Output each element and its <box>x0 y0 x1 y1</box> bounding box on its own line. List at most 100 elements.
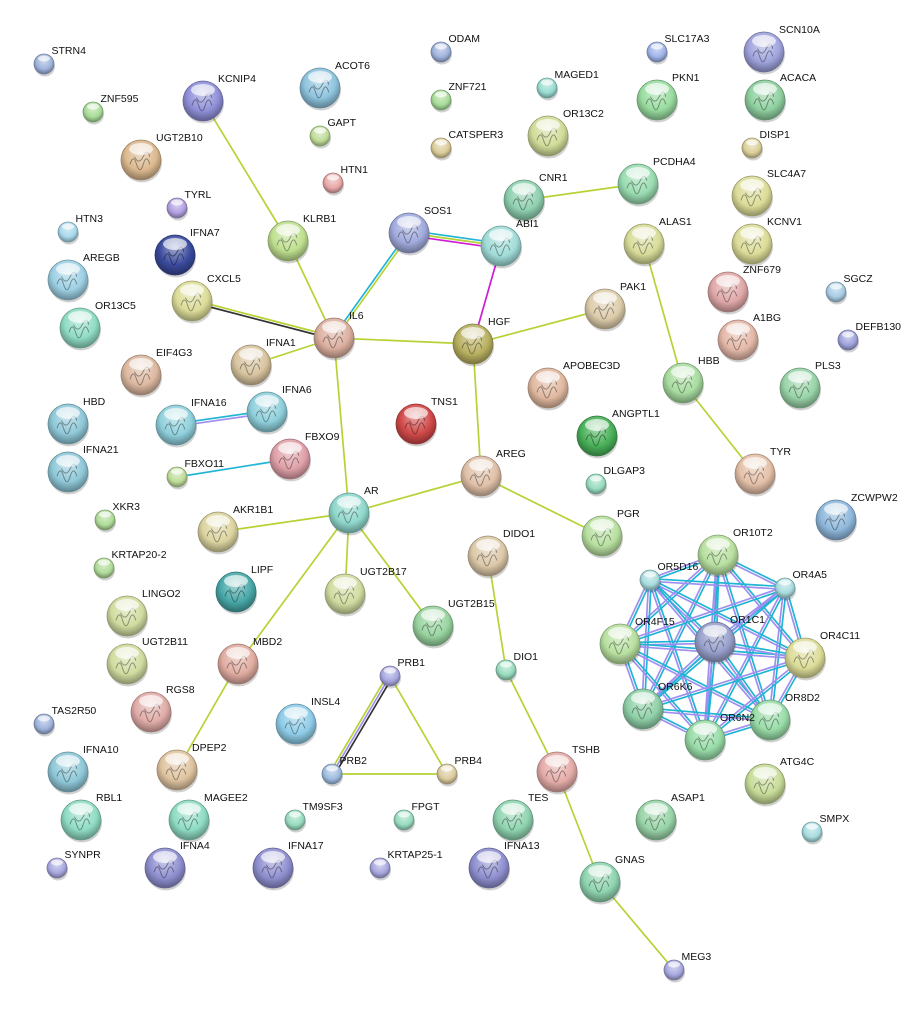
node-hbd[interactable]: HBD <box>47 396 106 447</box>
node-eif4g3[interactable]: EIF4G3 <box>120 347 192 398</box>
node-strn4[interactable]: STRN4 <box>33 45 86 77</box>
node-dlgap3[interactable]: DLGAP3 <box>585 465 645 497</box>
node-kcnv1[interactable]: KCNV1 <box>731 216 802 267</box>
node-dido1[interactable]: DIDO1 <box>467 528 535 579</box>
node-dpep2[interactable]: DPEP2 <box>156 742 227 793</box>
edge-hgf-areg[interactable] <box>472 343 482 477</box>
edge-or5d16-or4a5[interactable] <box>649 577 786 591</box>
node-ugt2b17[interactable]: UGT2B17 <box>324 566 407 617</box>
node-akr1b1[interactable]: AKR1B1 <box>197 504 273 555</box>
node-pcdha4[interactable]: PCDHA4 <box>617 156 696 207</box>
node-gnas[interactable]: GNAS <box>579 854 645 905</box>
node-lipf[interactable]: LIPF <box>215 564 273 615</box>
edge-prb1-prb4[interactable] <box>389 675 448 775</box>
node-a1bg[interactable]: A1BG <box>717 312 781 363</box>
node-or4a5[interactable]: OR4A5 <box>774 569 827 601</box>
node-ifna16[interactable]: IFNA16 <box>155 397 227 448</box>
node-cnr1[interactable]: CNR1 <box>503 172 568 223</box>
node-scn10a[interactable]: SCN10A <box>743 24 820 75</box>
node-ifna17[interactable]: IFNA17 <box>252 840 324 891</box>
node-ifna13[interactable]: IFNA13 <box>468 840 540 891</box>
node-rbl1[interactable]: RBL1 <box>60 792 122 843</box>
edge-kcnip4-klrb1[interactable] <box>202 100 289 242</box>
node-ugt2b15[interactable]: UGT2B15 <box>412 598 495 649</box>
node-or4c11[interactable]: OR4C11 <box>784 630 860 681</box>
node-apobec3d[interactable]: APOBEC3D <box>527 360 621 411</box>
node-prb2[interactable]: PRB2 <box>321 755 367 787</box>
edge-or4a5-or4f15[interactable] <box>619 585 786 647</box>
node-mbd2[interactable]: MBD2 <box>217 636 282 687</box>
edge-ar-ugt2b15[interactable] <box>348 512 434 627</box>
node-krtap20-2[interactable]: KRTAP20-2 <box>93 549 167 581</box>
node-defb130[interactable]: DEFB130 <box>837 321 901 353</box>
node-krtap25-1[interactable]: KRTAP25-1 <box>369 849 443 881</box>
node-ifna7[interactable]: IFNA7 <box>154 227 220 278</box>
node-ifna1[interactable]: IFNA1 <box>230 337 296 388</box>
node-or5d16[interactable]: OR5D16 <box>639 561 699 593</box>
node-pkn1[interactable]: PKN1 <box>636 72 700 123</box>
node-ifna10[interactable]: IFNA10 <box>47 744 119 795</box>
node-disp1[interactable]: DISP1 <box>741 129 790 161</box>
node-ugt2b10[interactable]: UGT2B10 <box>120 132 203 183</box>
edge-or4c11-or6n2[interactable] <box>703 656 807 742</box>
node-tes[interactable]: TES <box>492 792 548 843</box>
node-abi1[interactable]: ABI1 <box>480 218 539 269</box>
node-catsper3[interactable]: CATSPER3 <box>430 129 503 161</box>
node-or1c1[interactable]: OR1C1 <box>694 614 765 665</box>
node-magee2[interactable]: MAGEE2 <box>168 792 248 843</box>
node-hbb[interactable]: HBB <box>662 355 720 406</box>
node-tns1[interactable]: TNS1 <box>395 396 458 447</box>
node-znf721[interactable]: ZNF721 <box>430 81 487 113</box>
node-tas2r50[interactable]: TAS2R50 <box>33 705 96 737</box>
node-meg3[interactable]: MEG3 <box>663 951 711 983</box>
edge-or6k6-or8d2[interactable] <box>642 706 771 723</box>
node-alas1[interactable]: ALAS1 <box>623 216 692 267</box>
node-maged1[interactable]: MAGED1 <box>536 69 599 101</box>
node-acaca[interactable]: ACACA <box>744 72 816 123</box>
node-xkr3[interactable]: XKR3 <box>94 501 140 533</box>
node-or8d2[interactable]: OR8D2 <box>749 692 820 743</box>
node-znf679[interactable]: ZNF679 <box>707 264 781 315</box>
edge-hgf-pak1[interactable] <box>472 308 606 345</box>
node-sos1[interactable]: SOS1 <box>388 205 452 256</box>
edge-il6-hgf[interactable] <box>333 337 474 345</box>
node-htn3[interactable]: HTN3 <box>57 213 103 245</box>
node-znf595[interactable]: ZNF595 <box>82 93 139 125</box>
node-acot6[interactable]: ACOT6 <box>299 60 370 111</box>
node-slc4a7[interactable]: SLC4A7 <box>731 168 806 219</box>
node-aregb[interactable]: AREGB <box>47 252 120 303</box>
node-tshb[interactable]: TSHB <box>536 744 600 795</box>
node-htn1[interactable]: HTN1 <box>322 164 368 196</box>
node-pls3[interactable]: PLS3 <box>779 360 841 411</box>
node-or13c5[interactable]: OR13C5 <box>59 300 136 351</box>
node-angptl1[interactable]: ANGPTL1 <box>576 408 660 459</box>
edge-ar-akr1b1[interactable] <box>217 512 350 533</box>
node-tm9sf3[interactable]: TM9SF3 <box>284 801 343 833</box>
node-or6k6[interactable]: OR6K6 <box>622 681 693 732</box>
node-slc17a3[interactable]: SLC17A3 <box>646 33 710 65</box>
node-or10t2[interactable]: OR10T2 <box>697 527 773 578</box>
node-sgcz[interactable]: SGCZ <box>825 273 873 305</box>
node-odam[interactable]: ODAM <box>430 33 480 65</box>
node-ar[interactable]: AR <box>328 485 379 536</box>
node-tyr[interactable]: TYR <box>734 446 791 497</box>
edge-ar-mbd2[interactable] <box>237 512 350 665</box>
node-il6[interactable]: IL6 <box>313 310 364 361</box>
edge-ar-areg[interactable] <box>348 475 482 514</box>
node-tyrl[interactable]: TYRL <box>166 189 212 221</box>
node-cxcl5[interactable]: CXCL5 <box>171 273 241 324</box>
node-asap1[interactable]: ASAP1 <box>635 792 705 843</box>
node-zcwpw2[interactable]: ZCWPW2 <box>815 492 898 543</box>
edge-or4c11-or6k6[interactable] <box>642 655 806 712</box>
node-dio1[interactable]: DIO1 <box>495 651 538 683</box>
node-kcnip4[interactable]: KCNIP4 <box>182 73 256 124</box>
node-pak1[interactable]: PAK1 <box>584 281 646 332</box>
node-insl4[interactable]: INSL4 <box>275 696 340 747</box>
node-ugt2b11[interactable]: UGT2B11 <box>106 636 188 687</box>
edge-prb1-prb2[interactable] <box>329 674 393 776</box>
node-smpx[interactable]: SMPX <box>801 813 849 845</box>
edge-areg-pgr[interactable] <box>480 475 603 537</box>
node-prb4[interactable]: PRB4 <box>436 755 482 787</box>
edge-sos1-il6[interactable] <box>332 231 411 340</box>
node-or13c2[interactable]: OR13C2 <box>527 108 604 159</box>
